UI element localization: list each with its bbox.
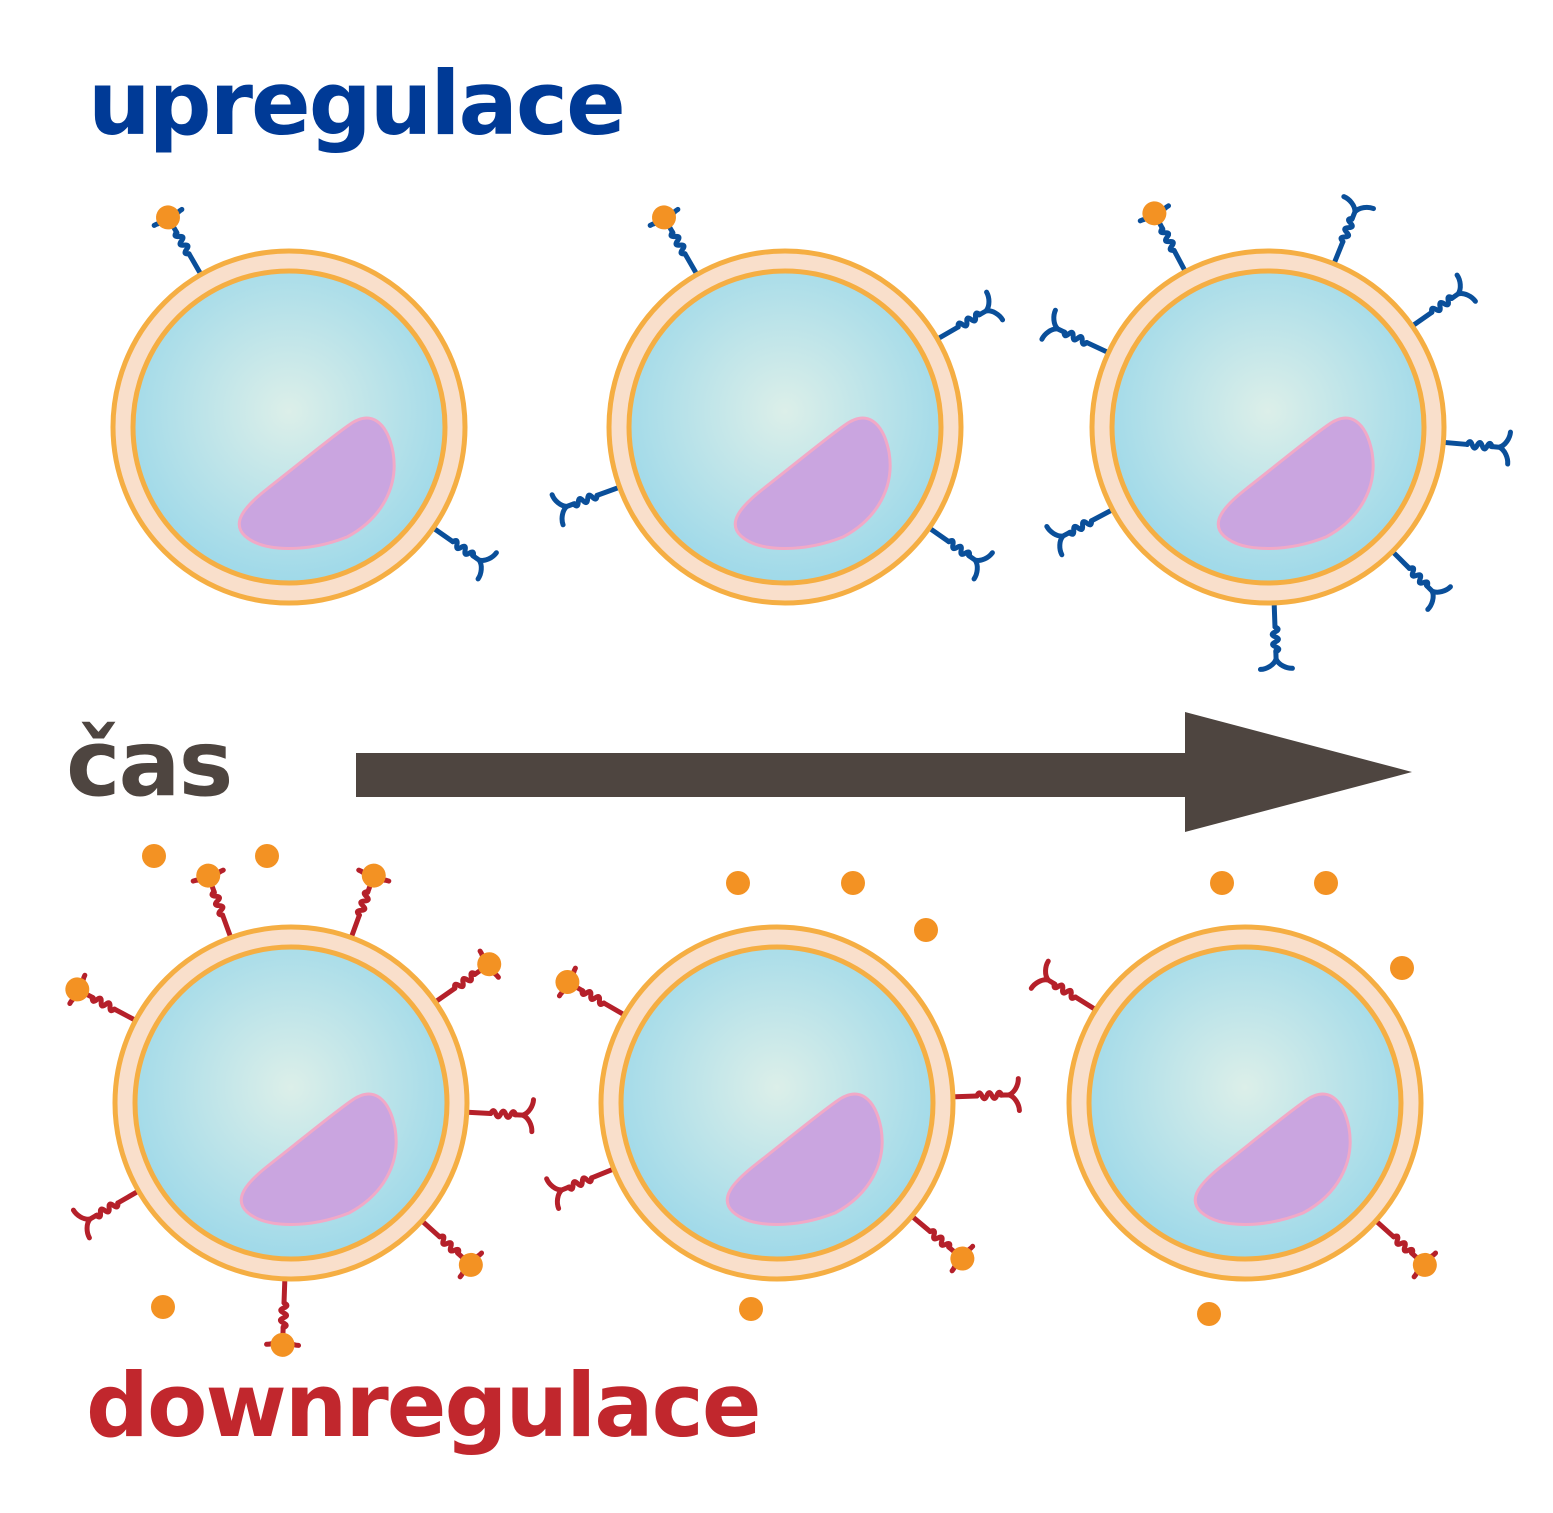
bound-ligand [458, 1252, 483, 1277]
free-ligand [914, 918, 938, 942]
cell-nucleus [239, 1092, 398, 1226]
bound-ligand [1412, 1252, 1437, 1277]
upregulation-title: upregulace [88, 52, 626, 155]
bound-ligand [652, 205, 676, 230]
cells-layer [65, 194, 1513, 1357]
up-cell [110, 205, 499, 606]
cell-nucleus [725, 1092, 884, 1226]
bound-ligand [156, 205, 180, 230]
time-label: čas [66, 710, 233, 817]
up-cell [1039, 194, 1513, 672]
down-cell [1028, 924, 1439, 1282]
free-ligand [151, 1295, 175, 1319]
cell-nucleus [733, 416, 892, 550]
free-ligands [142, 844, 1414, 1326]
time-arrow [356, 712, 1412, 832]
free-ligand [1210, 871, 1234, 895]
bound-ligand [1142, 201, 1167, 226]
cell-nucleus [1216, 416, 1375, 550]
bound-ligand [196, 863, 221, 888]
down-cell [544, 924, 1022, 1282]
bound-ligand [65, 977, 90, 1002]
free-ligand [841, 871, 865, 895]
time-arrow-head [1185, 712, 1412, 832]
free-ligand [142, 844, 166, 868]
bound-ligand [477, 952, 502, 977]
free-ligand [1197, 1302, 1221, 1326]
free-ligand [726, 871, 750, 895]
bound-ligand [555, 970, 580, 994]
bound-ligand [270, 1332, 295, 1357]
time-arrow-shaft [356, 753, 1190, 797]
down-receptor [337, 863, 392, 973]
free-ligand [739, 1297, 763, 1321]
cell-nucleus [1193, 1092, 1352, 1226]
cell-nucleus [237, 416, 396, 550]
bound-ligand [361, 863, 386, 888]
bound-ligand [950, 1246, 975, 1271]
free-ligand [1390, 956, 1414, 980]
down-cell [65, 863, 537, 1357]
downregulation-title: downregulace [86, 1354, 762, 1457]
free-ligand [255, 844, 279, 868]
up-cell [549, 205, 1006, 606]
free-ligand [1314, 871, 1338, 895]
